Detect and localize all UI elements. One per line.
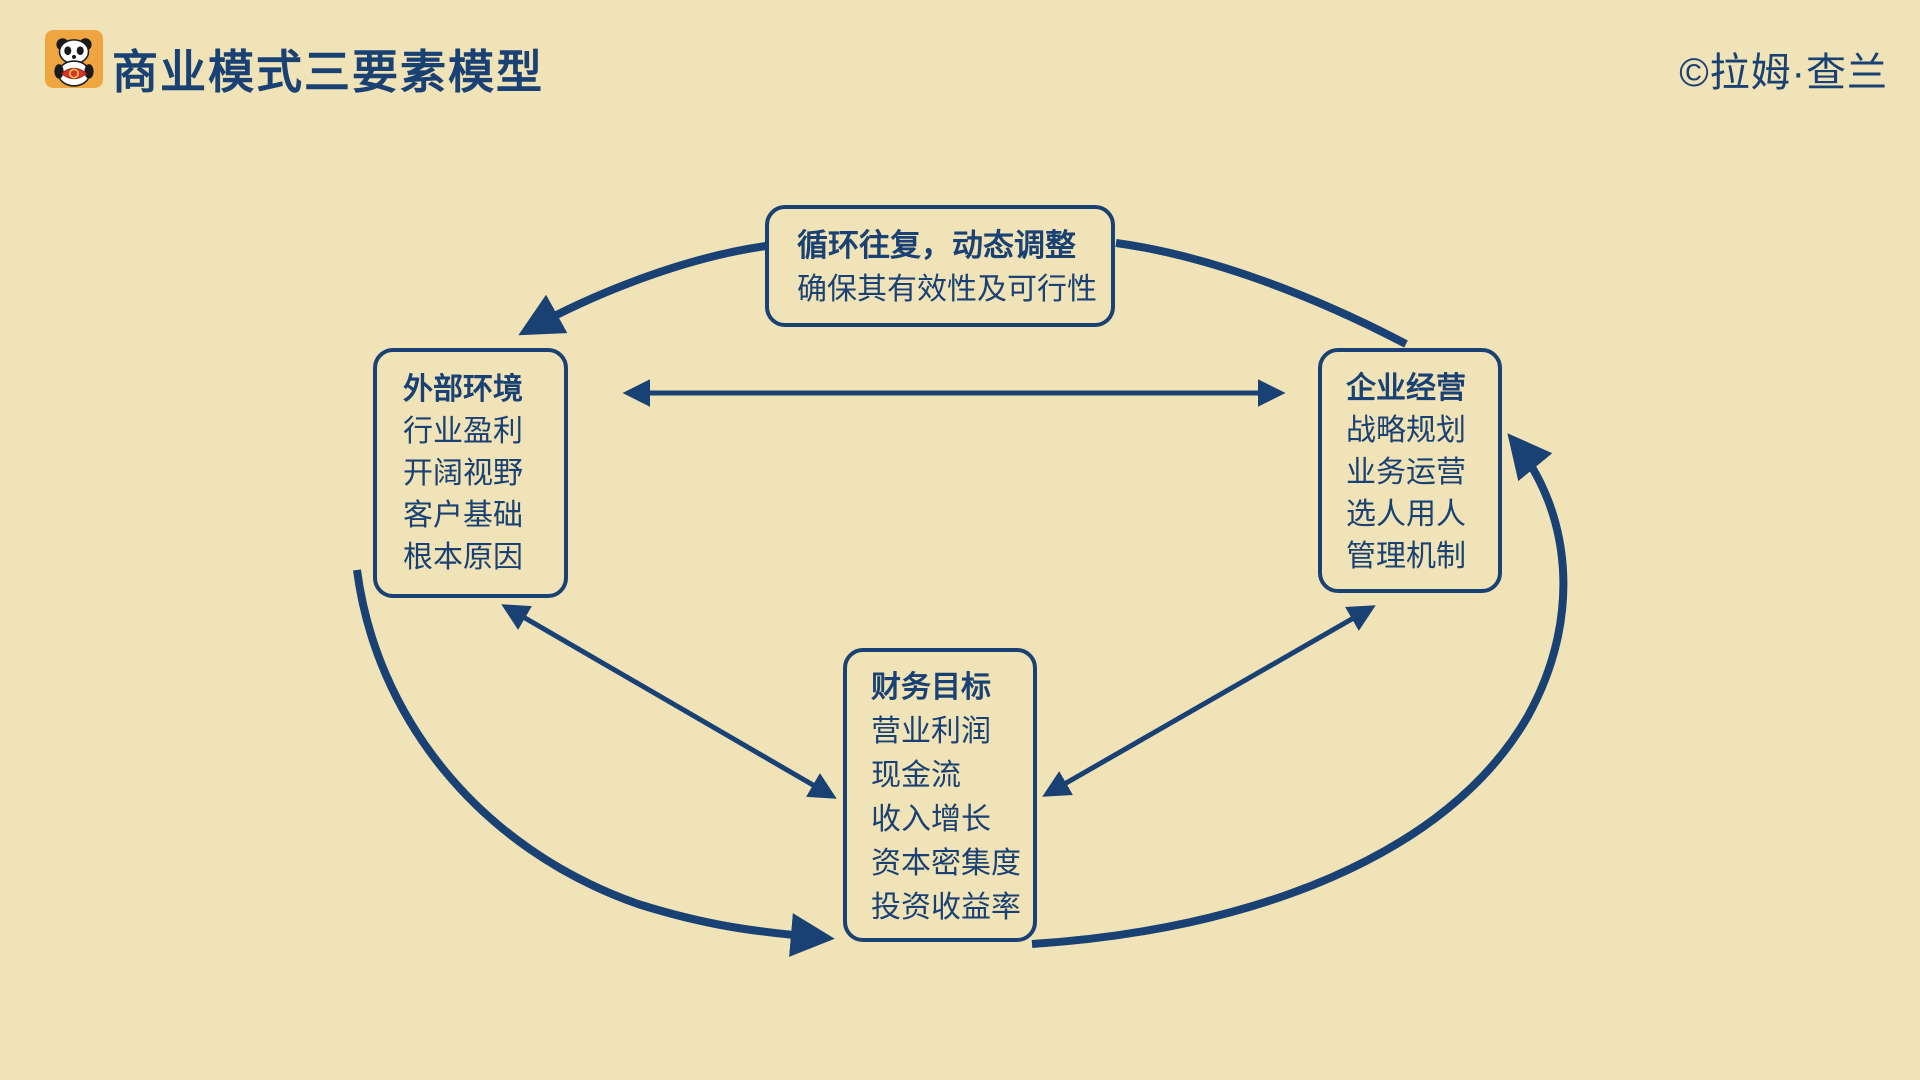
panda-logo-icon (45, 30, 103, 88)
arc-external-to-financial (353, 569, 835, 957)
arc-operation-to-note (1115, 239, 1408, 348)
node-item: 业务运营 (1346, 456, 1466, 489)
arrow-external-financial (501, 604, 837, 799)
node-title: 财务目标 (871, 671, 991, 704)
node-business-operation: 企业经营 战略规划 业务运营 选人用人 管理机制 (1318, 348, 1502, 593)
node-financial-goals: 财务目标 营业利润 现金流 收入增长 资本密集度 投资收益率 (843, 648, 1037, 942)
node-item: 行业盈利 (403, 415, 523, 448)
arc-note-to-external (518, 242, 767, 336)
node-item: 营业利润 (871, 715, 991, 748)
node-item: 开阔视野 (403, 457, 523, 490)
node-title: 外部环境 (403, 373, 523, 406)
node-item: 管理机制 (1346, 540, 1466, 573)
node-item: 选人用人 (1346, 498, 1466, 531)
node-item: 现金流 (871, 759, 961, 792)
node-item: 收入增长 (871, 803, 991, 836)
arc-financial-to-operation (1031, 433, 1568, 948)
arrow-financial-operation (1042, 605, 1376, 797)
node-item: 根本原因 (403, 541, 523, 574)
node-item: 资本密集度 (871, 847, 1021, 880)
page-title: 商业模式三要素模型 (112, 46, 544, 98)
node-item: 投资收益率 (871, 891, 1021, 924)
node-external-environment: 外部环境 行业盈利 开阔视野 客户基础 根本原因 (373, 348, 568, 598)
node-cycle-note: 循环往复，动态调整 确保其有效性及可行性 (765, 205, 1115, 327)
cycle-note-subtitle: 确保其有效性及可行性 (797, 273, 1097, 306)
cycle-note-title: 循环往复，动态调整 (797, 228, 1076, 263)
node-item: 客户基础 (403, 499, 523, 532)
author-credit: ©拉姆·查兰 (1679, 51, 1888, 95)
node-title: 企业经营 (1346, 372, 1466, 405)
node-item: 战略规划 (1346, 414, 1466, 447)
